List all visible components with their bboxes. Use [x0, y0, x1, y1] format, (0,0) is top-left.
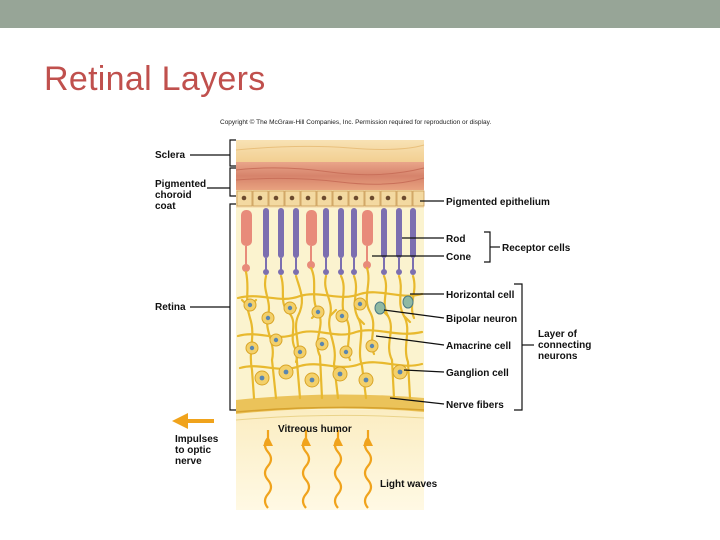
choroid-layer: [236, 162, 424, 190]
rod-cell: [410, 208, 416, 275]
label-retina: Retina: [155, 302, 186, 313]
label-pigmented-choroid-2: choroid: [155, 190, 192, 201]
label-nerve-fibers: Nerve fibers: [446, 400, 504, 411]
label-light-waves: Light waves: [380, 479, 438, 490]
photoreceptors: [241, 208, 416, 275]
slide-title: Retinal Layers: [44, 60, 266, 98]
copyright-notice: Copyright © The McGraw-Hill Companies, I…: [220, 119, 492, 126]
label-layer-connecting-1: Layer of: [538, 329, 578, 340]
label-bipolar-neuron: Bipolar neuron: [446, 314, 517, 325]
label-layer-connecting-2: connecting: [538, 340, 591, 351]
rod-cell: [263, 208, 269, 275]
top-bar: [0, 0, 720, 28]
cone-cell: [241, 210, 252, 272]
rod-cell: [351, 208, 357, 275]
rod-cell: [278, 208, 284, 275]
epithelium-cells: [236, 190, 425, 207]
label-layer-connecting-3: neurons: [538, 351, 578, 362]
rod-cell: [323, 208, 329, 275]
right-pointer-lines: [372, 200, 534, 411]
left-brackets: [190, 139, 236, 411]
light-waves: [263, 430, 373, 509]
rod-cell: [338, 208, 344, 275]
label-impulses-1: Impulses: [175, 434, 219, 445]
label-impulses-3: nerve: [175, 456, 202, 467]
label-ganglion-cell: Ganglion cell: [446, 368, 509, 379]
label-sclera: Sclera: [155, 150, 185, 161]
impulse-arrow: [172, 413, 214, 429]
sclera-layer: [236, 140, 424, 162]
label-pigmented-choroid-1: Pigmented: [155, 179, 206, 190]
label-cone: Cone: [446, 252, 471, 263]
rod-cell: [381, 208, 387, 275]
cone-cell: [306, 210, 317, 269]
label-rod: Rod: [446, 234, 465, 245]
label-pigmented-epithelium: Pigmented epithelium: [446, 197, 550, 208]
rod-cell: [293, 208, 299, 275]
horizontal-cells: [374, 295, 414, 315]
label-vitreous-humor: Vitreous humor: [278, 424, 352, 435]
label-amacrine-cell: Amacrine cell: [446, 341, 511, 352]
label-receptor-cells: Receptor cells: [502, 243, 571, 254]
rod-cell: [396, 208, 402, 275]
cone-cell: [362, 210, 373, 269]
label-impulses-2: to optic: [175, 445, 212, 456]
label-pigmented-choroid-3: coat: [155, 201, 176, 212]
label-horizontal-cell: Horizontal cell: [446, 290, 515, 301]
